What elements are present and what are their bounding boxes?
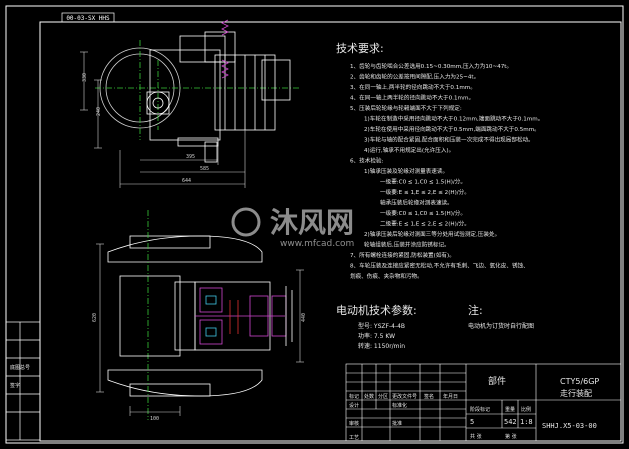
- title-left-cell-5: 签名: [424, 393, 434, 400]
- tech-req-line: 1、齿轮与齿轮啮合公差选用0.15~0.30mm,压入力为10~47t。: [350, 62, 512, 70]
- bottom-dimensions: [96, 243, 304, 416]
- watermark-logo-icon: [231, 207, 261, 237]
- title-role-2: 审核: [349, 420, 359, 427]
- tech-req-line: 8、车轮压装及连接应紧密无松动,不允许有毛刺、飞边、氧化皮、锈蚀、: [350, 262, 529, 270]
- title-part-label: 部件: [488, 375, 506, 387]
- tech-req-line: 二级要:E ≤ 1,E ≤ 2,E ≤ 2(H)/分。: [380, 220, 470, 228]
- dim-bottom-vertical-2: 440: [301, 313, 307, 322]
- title-left-cell-6: 年月日: [443, 393, 458, 400]
- title-stamp-box: [61, 12, 115, 23]
- left-strip-label-2: 签字: [10, 382, 20, 389]
- tech-req-line: 2、齿轮和齿轮的公差按用间隙配,压入力为25~4t。: [350, 73, 479, 81]
- left-strip-label-1: 底图总号: [10, 364, 30, 371]
- title-drawing-no: SHHJ.X5-03-00: [542, 422, 597, 430]
- motor-line-2: 功率: 7.5 KW: [358, 332, 395, 340]
- tech-req-line: 划痕、伤痕、夹杂物和污物。: [350, 272, 423, 280]
- tech-req-line: 一级要:E ≤ 1,E ≤ 2,E ≤ 2(H)/分。: [380, 188, 470, 196]
- title-sub-label-2: 批准: [392, 420, 402, 427]
- tech-req-line: 4)运行,轴承不用规定出(允许压入)。: [364, 146, 454, 154]
- tech-req-heading: 技术要求:: [336, 42, 384, 55]
- title-stage-label-1: 阶段标记: [470, 406, 490, 413]
- tech-req-line: 3、在同一轴上,两半轮的径向跳动不大于0.1mm。: [350, 83, 476, 91]
- motor-line-1: 型号: YSZF-4-4B: [358, 322, 405, 330]
- tech-req-line: 2)轴承压装后轮缘对测面三等分处用试验测定,压装处。: [364, 230, 500, 238]
- tech-req-line: 1)轴承压装及轮缘对测量表速读。: [364, 167, 448, 175]
- note-heading: 注:: [468, 303, 483, 317]
- top-dimensions: [80, 51, 246, 188]
- title-role-3: 工艺: [349, 435, 359, 441]
- watermark-url: www.mfcad.com: [280, 239, 354, 249]
- sheet-outer-frame: [5, 5, 624, 444]
- title-scale: 1:8: [520, 418, 533, 426]
- dim-top-left-vertical: 330: [82, 73, 88, 82]
- title-mass: 542: [504, 418, 517, 426]
- title-block-grid: [345, 363, 622, 442]
- motor-line-3: 转速: 1150r/min: [358, 342, 405, 350]
- title-left-cell-3: 分区: [378, 393, 388, 400]
- title-left-cell-4: 更改文件号: [392, 393, 417, 400]
- tech-req-line: 轴承压装后轮缘对测表速读。: [380, 199, 453, 207]
- tech-req-line: 1)车轮在制造中采用径向跳动不大于0.12mm,端面跳动不大于0.1mm。: [364, 115, 543, 123]
- dim-bottom-horizontal: 100: [150, 416, 159, 422]
- title-left-cell-2: 处数: [364, 393, 374, 400]
- title-stage-label-3: 比例: [521, 406, 531, 413]
- dim-top-width-1: 395: [186, 154, 195, 160]
- bottom-view-drawing: [107, 210, 293, 420]
- dim-bottom-vertical: 620: [92, 313, 98, 322]
- title-sub-label-1: 标准化: [392, 402, 407, 409]
- title-sheet-2: 第 张: [505, 433, 517, 440]
- top-view-drawing: [95, 19, 300, 163]
- title-qty: 5: [470, 418, 474, 426]
- title-name-bottom: 走行装配: [560, 388, 592, 398]
- watermark-brand: 沐风网: [270, 206, 354, 239]
- title-role-1: 设计: [349, 402, 359, 409]
- tech-req-line: 5、压装后轮轮缘与轮毂端面不大于下列规定:: [350, 104, 462, 112]
- tech-req-lines: 1、齿轮与齿轮啮合公差选用0.15~0.30mm,压入力为10~47t。 2、齿轮…: [350, 62, 543, 280]
- title-sheet-1: 共 张: [470, 433, 482, 440]
- title-left-cell-1: 标记: [349, 393, 359, 400]
- sheet-inner-frame: [39, 21, 622, 442]
- tech-req-line: 4、在同一轴上两半轮的径向跳动不大于0.1mm。: [350, 94, 474, 102]
- tech-req-line: 7、所有螺栓连接的紧固,防松装置(如有)。: [350, 251, 455, 259]
- title-stage-label-2: 重量: [505, 406, 515, 413]
- tech-req-line: 2)车轮在使用中采用径向跳动不大于0.5mm,端面跳动不大于0.5mm。: [364, 125, 540, 133]
- tech-req-line: 轮轴组装后,压装并涂应防锈标记。: [364, 241, 450, 249]
- tech-req-line: 一级要:C0 ≤ 1,C0 ≤ 1.5(H)/分。: [380, 178, 466, 186]
- left-strip: [5, 321, 41, 441]
- motor-heading: 电动机技术参数:: [336, 303, 417, 317]
- title-stamp: 00-03-SX HHS: [66, 15, 110, 22]
- tech-req-line: 3)车轮与轴的配合紧固,配合面积和压装一次完成不得出现局部松动。: [364, 136, 534, 144]
- title-name-top: CTY5/6GP: [560, 377, 599, 386]
- note-line: 电动机为订货时自行配图: [468, 322, 534, 330]
- watermark: 沐风网 www.mfcad.com: [231, 206, 354, 249]
- dim-top-width-3: 644: [182, 178, 191, 184]
- dim-top-left-vertical-2: 240: [96, 107, 102, 116]
- tech-req-line: 6、技术检验:: [350, 157, 384, 165]
- tech-req-line: 一级要:C0 ≤ 1,C0 ≤ 1.5(H)/分。: [380, 209, 466, 217]
- dim-top-width-2: 585: [200, 166, 209, 172]
